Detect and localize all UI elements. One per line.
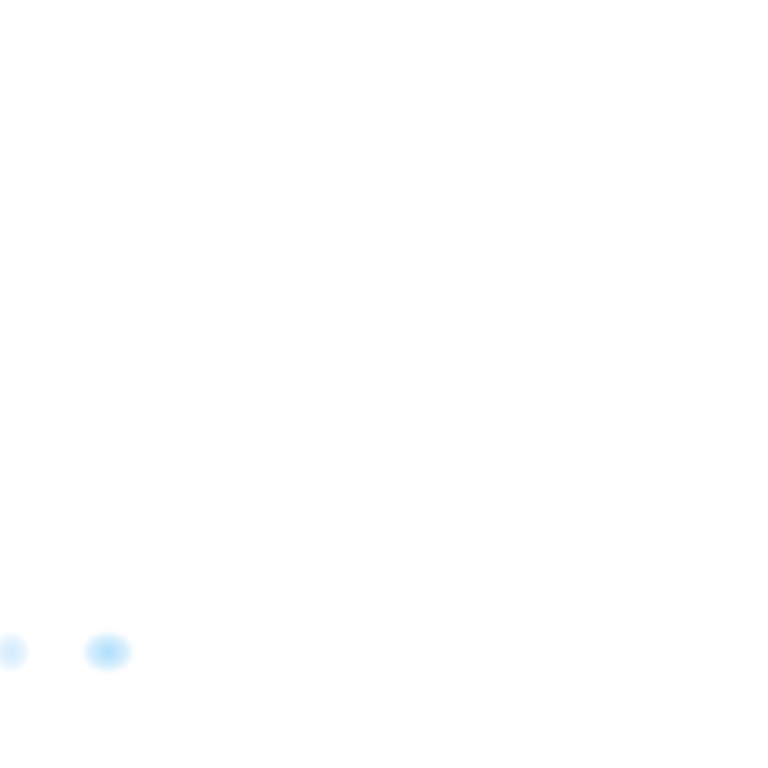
left-glow-dot <box>0 634 28 670</box>
right-glow-dot <box>84 633 132 671</box>
